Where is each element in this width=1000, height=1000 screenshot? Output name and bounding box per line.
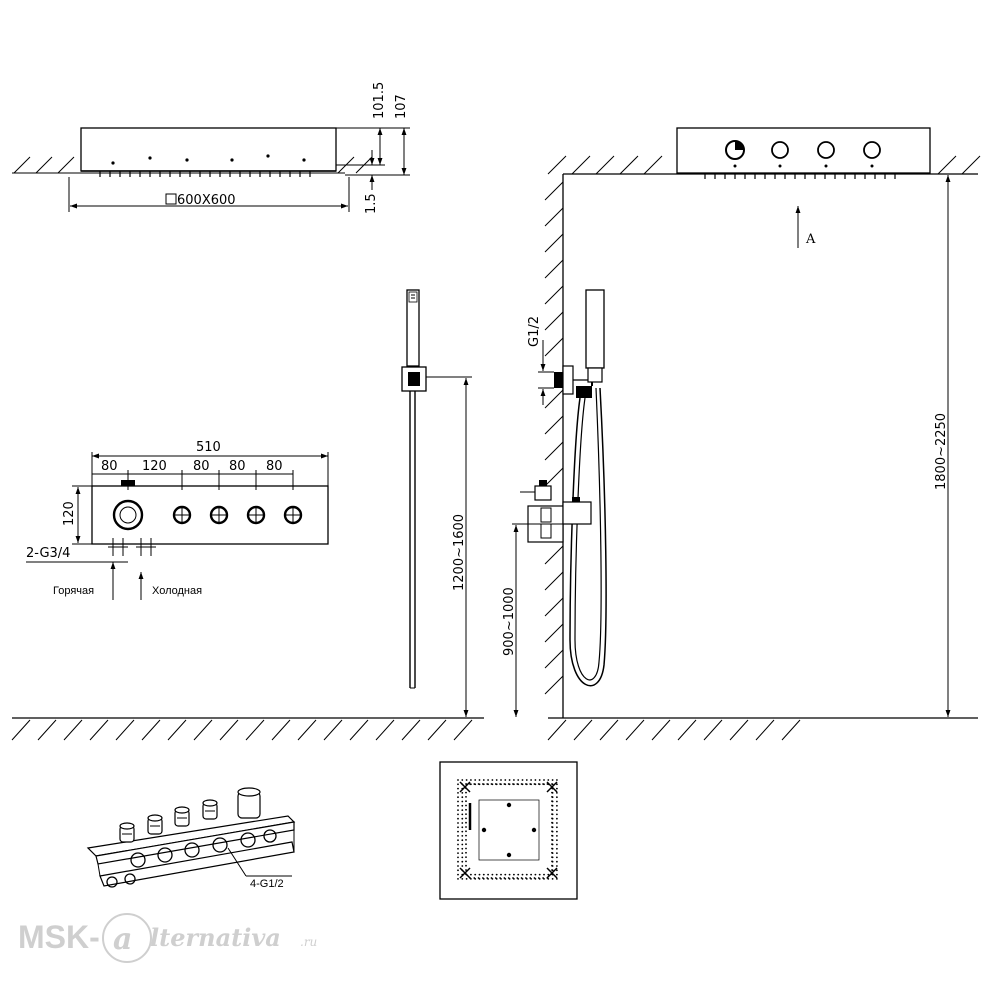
side-panel-body bbox=[676, 127, 931, 174]
side-mixer-knob bbox=[562, 501, 592, 525]
mixer-inlets bbox=[108, 538, 156, 556]
spacing-3: 80 bbox=[193, 459, 210, 474]
dimension-101-5: 101.5 bbox=[372, 82, 387, 119]
watermark-letter: a bbox=[113, 922, 132, 957]
wall-outlet bbox=[554, 372, 563, 388]
handshower-front-view: 1200~1600 bbox=[401, 289, 472, 717]
mixer-width-label: 510 bbox=[196, 440, 221, 455]
headshower-top-view bbox=[439, 761, 578, 900]
handshower-height-label: 1200~1600 bbox=[452, 514, 467, 591]
headshower-inner-square bbox=[478, 799, 540, 861]
side-knob-3 bbox=[863, 141, 881, 159]
headshower-jets bbox=[481, 802, 537, 858]
side-handshower-connector bbox=[576, 386, 592, 398]
ceiling-panel-view: 600X600 101.5 107 1.5 bbox=[12, 82, 410, 214]
outlets-label: 4-G1/2 bbox=[250, 878, 284, 890]
spacing-1: 80 bbox=[101, 459, 118, 474]
watermark-suffix: lternativa bbox=[150, 923, 281, 952]
watermark-domain: .ru bbox=[300, 935, 317, 949]
watermark-logo-circle bbox=[102, 913, 152, 963]
wall-hatch bbox=[544, 181, 564, 695]
spacing-4: 80 bbox=[229, 459, 246, 474]
floor-hatch-left bbox=[11, 719, 473, 741]
headshower-nozzles bbox=[457, 779, 558, 880]
thermostat-knob bbox=[112, 499, 144, 531]
floor-hatch-right bbox=[547, 719, 801, 741]
handshower-handle bbox=[406, 289, 420, 367]
mixer-height-label: 120 bbox=[62, 501, 77, 526]
watermark: MSK- a lternativa .ru bbox=[18, 913, 317, 963]
side-nozzle-row bbox=[704, 173, 896, 179]
side-view: A G1/2 900~1000 1800~2250 bbox=[502, 127, 981, 741]
ceiling-height-range: 1800~2250 bbox=[934, 413, 949, 490]
view-arrow-label: A bbox=[805, 232, 816, 247]
spacing-2: 120 bbox=[142, 459, 167, 474]
iso-outlets bbox=[106, 829, 277, 888]
side-ceiling-hatch bbox=[547, 155, 981, 175]
mixer-spacing-ticks bbox=[127, 470, 294, 490]
side-knob-2 bbox=[817, 141, 835, 159]
valve-knobs bbox=[172, 505, 303, 525]
thread-label: G1/2 bbox=[527, 316, 542, 347]
side-handshower bbox=[585, 289, 605, 369]
square-symbol bbox=[165, 193, 177, 205]
headshower-corner-marks bbox=[459, 781, 558, 879]
spacing-5: 80 bbox=[266, 459, 283, 474]
mixer-height-range: 900~1000 bbox=[502, 587, 517, 656]
hot-water-label: Горячая bbox=[53, 585, 94, 597]
mixer-front-view: 510 80 120 80 80 80 120 bbox=[26, 440, 329, 600]
iso-knob-grip bbox=[122, 810, 215, 835]
inlets-label: 2-G3/4 bbox=[26, 546, 70, 561]
iso-mixer-view: 4-G1/2 bbox=[86, 787, 296, 890]
panel-size-label: 600X600 bbox=[177, 193, 236, 208]
hose-inner bbox=[574, 387, 602, 681]
panel-nozzle-row bbox=[99, 171, 311, 177]
panel-body bbox=[80, 127, 337, 172]
hose-outer bbox=[569, 387, 607, 687]
cold-water-label: Холодная bbox=[152, 585, 202, 597]
dimension-1-5: 1.5 bbox=[364, 193, 379, 214]
dimension-107: 107 bbox=[394, 94, 409, 119]
thermostat-mark bbox=[121, 480, 135, 486]
side-knob-1 bbox=[771, 141, 789, 159]
panel-nozzle-dots bbox=[111, 154, 306, 165]
iso-knobs bbox=[119, 787, 261, 843]
watermark-prefix: MSK- bbox=[18, 919, 100, 955]
